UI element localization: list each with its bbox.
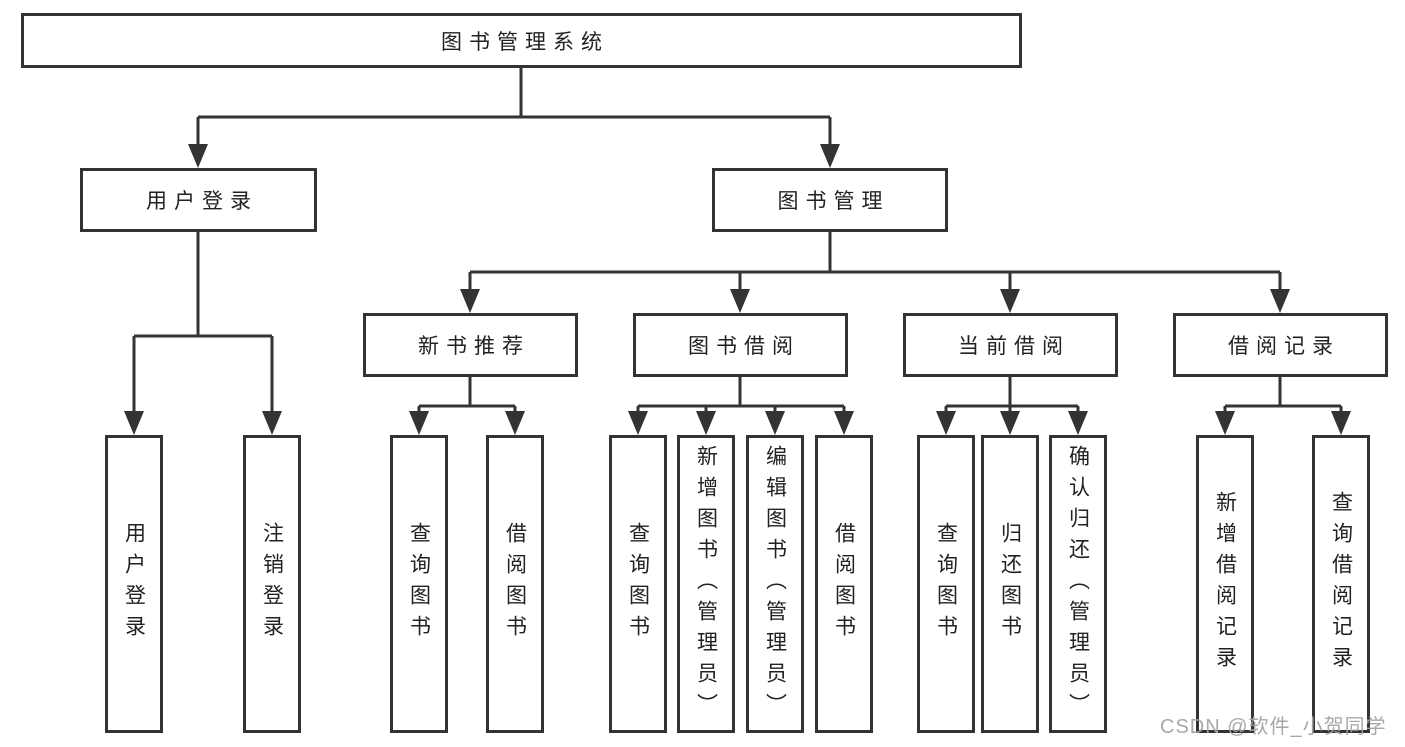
leaf-query-books-recommend: 查询图书 xyxy=(390,435,448,733)
arrow-down-icon xyxy=(409,411,429,435)
leaf-borrow-books-recommend-label: 借阅图书 xyxy=(503,522,527,646)
arrow-down-icon xyxy=(1270,289,1290,313)
arrow-down-icon xyxy=(730,289,750,313)
leaf-logout-login: 注销登录 xyxy=(243,435,301,733)
leaf-confirm-return-admin-label: 确认归还（管理员） xyxy=(1066,444,1090,724)
arrow-down-icon xyxy=(460,289,480,313)
leaf-query-borrow-record-label: 查询借阅记录 xyxy=(1329,491,1353,677)
leaf-edit-books-admin: 编辑图书（管理员） xyxy=(746,435,804,733)
arrow-down-icon xyxy=(936,411,956,435)
arrow-down-icon xyxy=(1000,411,1020,435)
leaf-confirm-return-admin: 确认归还（管理员） xyxy=(1049,435,1107,733)
node-borrowing-records-label: 借阅记录 xyxy=(1228,335,1340,358)
node-current-borrowing: 当前借阅 xyxy=(903,313,1118,377)
arrow-down-icon xyxy=(1215,411,1235,435)
leaf-add-borrow-record: 新增借阅记录 xyxy=(1196,435,1254,733)
node-user-login-label: 用户登录 xyxy=(146,190,258,213)
leaf-query-books-borrowing-label: 查询图书 xyxy=(626,522,650,646)
leaf-edit-books-admin-label: 编辑图书（管理员） xyxy=(763,444,787,724)
leaf-borrow-books-label: 借阅图书 xyxy=(832,522,856,646)
node-book-management: 图书管理 xyxy=(712,168,948,232)
arrow-down-icon xyxy=(1068,411,1088,435)
node-new-book-recommendation: 新书推荐 xyxy=(363,313,578,377)
node-root: 图书管理系统 xyxy=(21,13,1022,68)
arrow-down-icon xyxy=(765,411,785,435)
leaf-borrow-books-recommend: 借阅图书 xyxy=(486,435,544,733)
arrow-down-icon xyxy=(262,411,282,435)
node-root-label: 图书管理系统 xyxy=(441,30,609,54)
node-book-management-label: 图书管理 xyxy=(777,190,890,213)
leaf-borrow-books: 借阅图书 xyxy=(815,435,873,733)
leaf-user-login: 用户登录 xyxy=(105,435,163,733)
node-current-borrowing-label: 当前借阅 xyxy=(958,335,1070,358)
node-user-login: 用户登录 xyxy=(80,168,317,232)
leaf-add-borrow-record-label: 新增借阅记录 xyxy=(1213,491,1237,677)
arrow-down-icon xyxy=(188,144,208,168)
leaf-return-books: 归还图书 xyxy=(981,435,1039,733)
arrow-down-icon xyxy=(834,411,854,435)
arrow-down-icon xyxy=(820,144,840,168)
arrow-down-icon xyxy=(505,411,525,435)
leaf-query-books-current: 查询图书 xyxy=(917,435,975,733)
leaf-add-books-admin-label: 新增图书（管理员） xyxy=(694,444,718,724)
csdn-watermark: CSDN @软件_小贺同学 xyxy=(1160,716,1387,738)
node-book-borrowing: 图书借阅 xyxy=(633,313,848,377)
arrow-down-icon xyxy=(1331,411,1351,435)
leaf-query-books-borrowing: 查询图书 xyxy=(609,435,667,733)
leaf-return-books-label: 归还图书 xyxy=(998,522,1022,646)
arrow-down-icon xyxy=(696,411,716,435)
leaf-user-login-label: 用户登录 xyxy=(122,522,146,646)
leaf-add-books-admin: 新增图书（管理员） xyxy=(677,435,735,733)
arrow-down-icon xyxy=(1000,289,1020,313)
arrow-down-icon xyxy=(124,411,144,435)
leaf-logout-login-label: 注销登录 xyxy=(260,522,284,646)
leaf-query-borrow-record: 查询借阅记录 xyxy=(1312,435,1370,733)
arrow-down-icon xyxy=(628,411,648,435)
node-book-borrowing-label: 图书借阅 xyxy=(688,335,800,358)
leaf-query-books-recommend-label: 查询图书 xyxy=(407,522,431,646)
node-new-book-recommendation-label: 新书推荐 xyxy=(418,335,530,358)
leaf-query-books-current-label: 查询图书 xyxy=(934,522,958,646)
node-borrowing-records: 借阅记录 xyxy=(1173,313,1388,377)
